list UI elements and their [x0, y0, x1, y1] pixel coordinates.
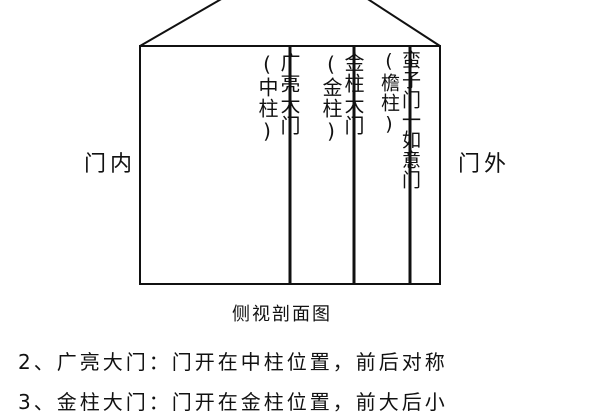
label-manzi-sub: (檐柱)	[378, 50, 400, 136]
label-guangliang-sub: (中柱)	[255, 52, 279, 144]
roof-outline	[139, 0, 441, 47]
label-manzi-title: 蛮子门一如意门	[399, 50, 421, 190]
label-jinzhu-sub: (金柱)	[319, 52, 343, 144]
label-guangliang-gate: 广亮大门(中柱)	[255, 52, 301, 144]
section-diagram	[139, 0, 441, 285]
diagram-caption: 侧视剖面图	[232, 304, 332, 325]
note-line-3: 3、金柱大门：门开在金柱位置，前大后小	[18, 390, 448, 414]
inside-label: 门内	[84, 152, 137, 177]
label-jinzhu-title: 金柱大门	[341, 52, 365, 136]
note-line-2: 2、广亮大门：门开在中柱位置，前后对称	[18, 350, 448, 374]
label-jinzhu-gate: 金柱大门(金柱)	[319, 52, 365, 144]
outside-label: 门外	[458, 152, 511, 177]
label-manzi-gate: 蛮子门一如意门(檐柱)	[378, 50, 421, 190]
label-guangliang-title: 广亮大门	[277, 52, 301, 136]
